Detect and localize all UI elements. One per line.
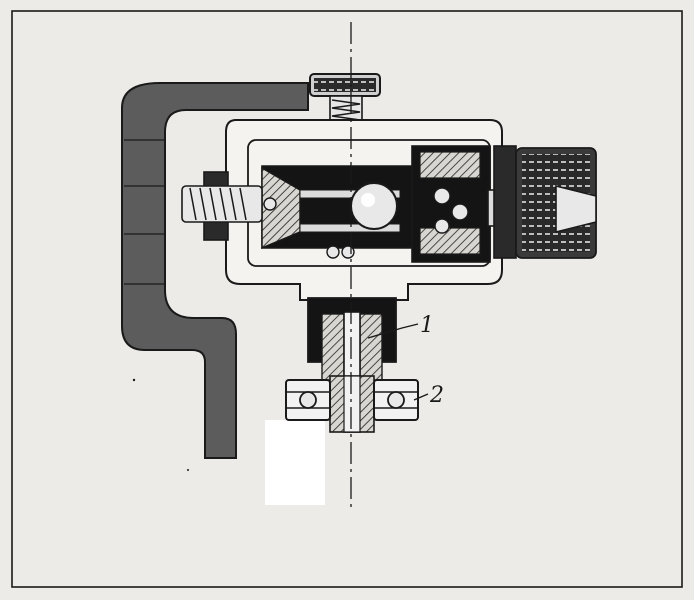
central-ball: [350, 182, 398, 230]
bearing-right-ball: [387, 391, 405, 409]
top-screw-knurl: [314, 78, 376, 92]
central-ball-highlight: [361, 193, 375, 207]
speck-mark: [132, 378, 136, 382]
outer-border: [11, 10, 683, 588]
small-boss: [326, 245, 340, 259]
leader-line-1: [367, 323, 419, 339]
right-block-ball: [433, 187, 451, 205]
label-part-1: 1: [420, 313, 434, 338]
right-block-bearing: [419, 227, 481, 255]
small-boss: [341, 245, 355, 259]
right-block-ball: [434, 218, 450, 234]
spindle-sleeve-left: [321, 313, 345, 381]
top-spring: [331, 99, 361, 121]
left-screw-shank: [181, 185, 263, 223]
guide-rail: [299, 223, 401, 233]
spindle-sleeve-right: [359, 313, 383, 381]
right-screw-tip: [555, 184, 597, 234]
label-part-2: 2: [429, 383, 444, 408]
right-block-ball: [451, 203, 469, 221]
c-frame: [121, 82, 309, 459]
speck-mark: [187, 469, 189, 471]
left-screw-ball: [263, 197, 277, 211]
spindle-shaft-core: [343, 375, 361, 433]
guide-rail: [299, 189, 401, 199]
mask-rectangle: [265, 420, 325, 505]
right-block-bearing: [419, 151, 481, 179]
bearing-left-ball: [299, 391, 317, 409]
left-screw-thread: [189, 187, 247, 221]
right-screw-collar: [493, 145, 517, 259]
leader-line-2: [413, 393, 429, 401]
